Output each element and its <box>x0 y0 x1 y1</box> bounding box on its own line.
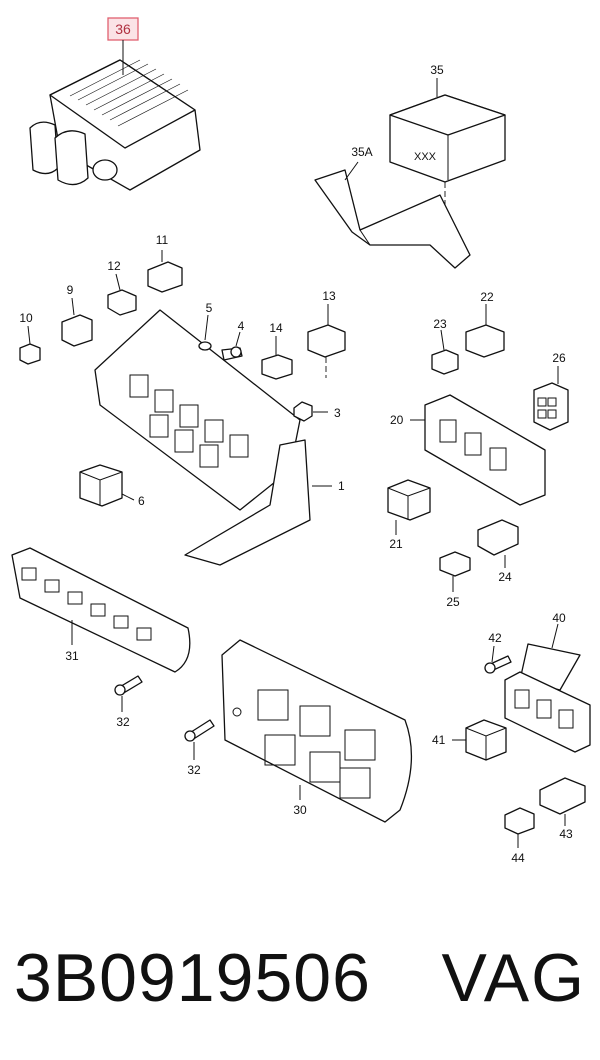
part-43-connector <box>539 777 586 826</box>
part-3-nut <box>293 401 328 422</box>
part-5-washer <box>198 314 212 351</box>
label-32-b: 32 <box>187 763 201 777</box>
label-6: 6 <box>138 494 145 508</box>
label-35a: 35A <box>351 145 372 159</box>
part-32-screw-a <box>114 675 143 712</box>
part-25-clip <box>439 551 471 592</box>
label-9: 9 <box>67 283 74 297</box>
label-32-a: 32 <box>116 715 130 729</box>
label-40: 40 <box>552 611 566 625</box>
part-14-fuse-holder <box>261 336 293 380</box>
label-22: 22 <box>480 290 494 304</box>
label-5: 5 <box>206 301 213 315</box>
brand-name: VAG <box>441 940 586 1016</box>
part-32-screw-b <box>184 719 215 760</box>
label-36: 36 <box>115 21 131 37</box>
label-4: 4 <box>238 319 245 333</box>
exploded-parts-diagram: 36 35 XXX 35A 1 11 12 <box>11 17 591 865</box>
part-4-screw <box>221 331 243 361</box>
label-3: 3 <box>334 406 341 420</box>
label-35: 35 <box>430 63 444 77</box>
part-20-relay-carrier <box>410 394 546 506</box>
part-10-clip <box>19 325 41 365</box>
part-36-relay-module <box>29 17 201 191</box>
part-13-relay-base <box>307 304 346 378</box>
label-42: 42 <box>488 631 502 645</box>
part-1-relay-carrier <box>94 309 332 566</box>
part-number: 3B0919506 <box>14 940 371 1016</box>
label-26: 26 <box>552 351 566 365</box>
part-41-relay <box>452 719 507 761</box>
part-35a-bracket <box>314 169 471 269</box>
part-30-relay-plate <box>221 639 413 823</box>
label-11: 11 <box>156 233 169 247</box>
label-10: 10 <box>19 311 33 325</box>
part-40-relay-carrier <box>504 671 591 753</box>
part-42-screw <box>484 645 512 674</box>
label-14: 14 <box>269 321 283 335</box>
label-44: 44 <box>511 851 525 865</box>
label-1: 1 <box>338 479 345 493</box>
part-22-relay-base <box>465 304 505 358</box>
label-23: 23 <box>433 317 447 331</box>
part-23-fuse-holder <box>431 329 459 375</box>
label-25: 25 <box>446 595 460 609</box>
label-20: 20 <box>390 413 404 427</box>
part-31-terminal-strip <box>11 547 191 673</box>
part-11-relay-base <box>147 250 183 293</box>
part-44-clip <box>504 807 535 848</box>
label-31: 31 <box>65 649 79 663</box>
label-xxx: XXX <box>414 151 437 163</box>
part-26-connector <box>533 366 569 431</box>
part-35-control-unit <box>389 78 506 230</box>
label-30: 30 <box>293 803 307 817</box>
label-41: 41 <box>432 733 446 747</box>
part-24-connector <box>477 519 519 568</box>
part-6-relay <box>79 464 135 507</box>
part-12-fuse-holder <box>107 273 137 316</box>
label-12: 12 <box>107 259 121 273</box>
label-43: 43 <box>559 827 573 841</box>
part-21-relay <box>387 479 431 535</box>
part-9-connector <box>61 297 93 347</box>
footer: 3B0919506 VAG <box>0 928 600 1038</box>
label-13: 13 <box>322 289 336 303</box>
label-21: 21 <box>389 537 403 551</box>
label-24: 24 <box>498 570 512 584</box>
